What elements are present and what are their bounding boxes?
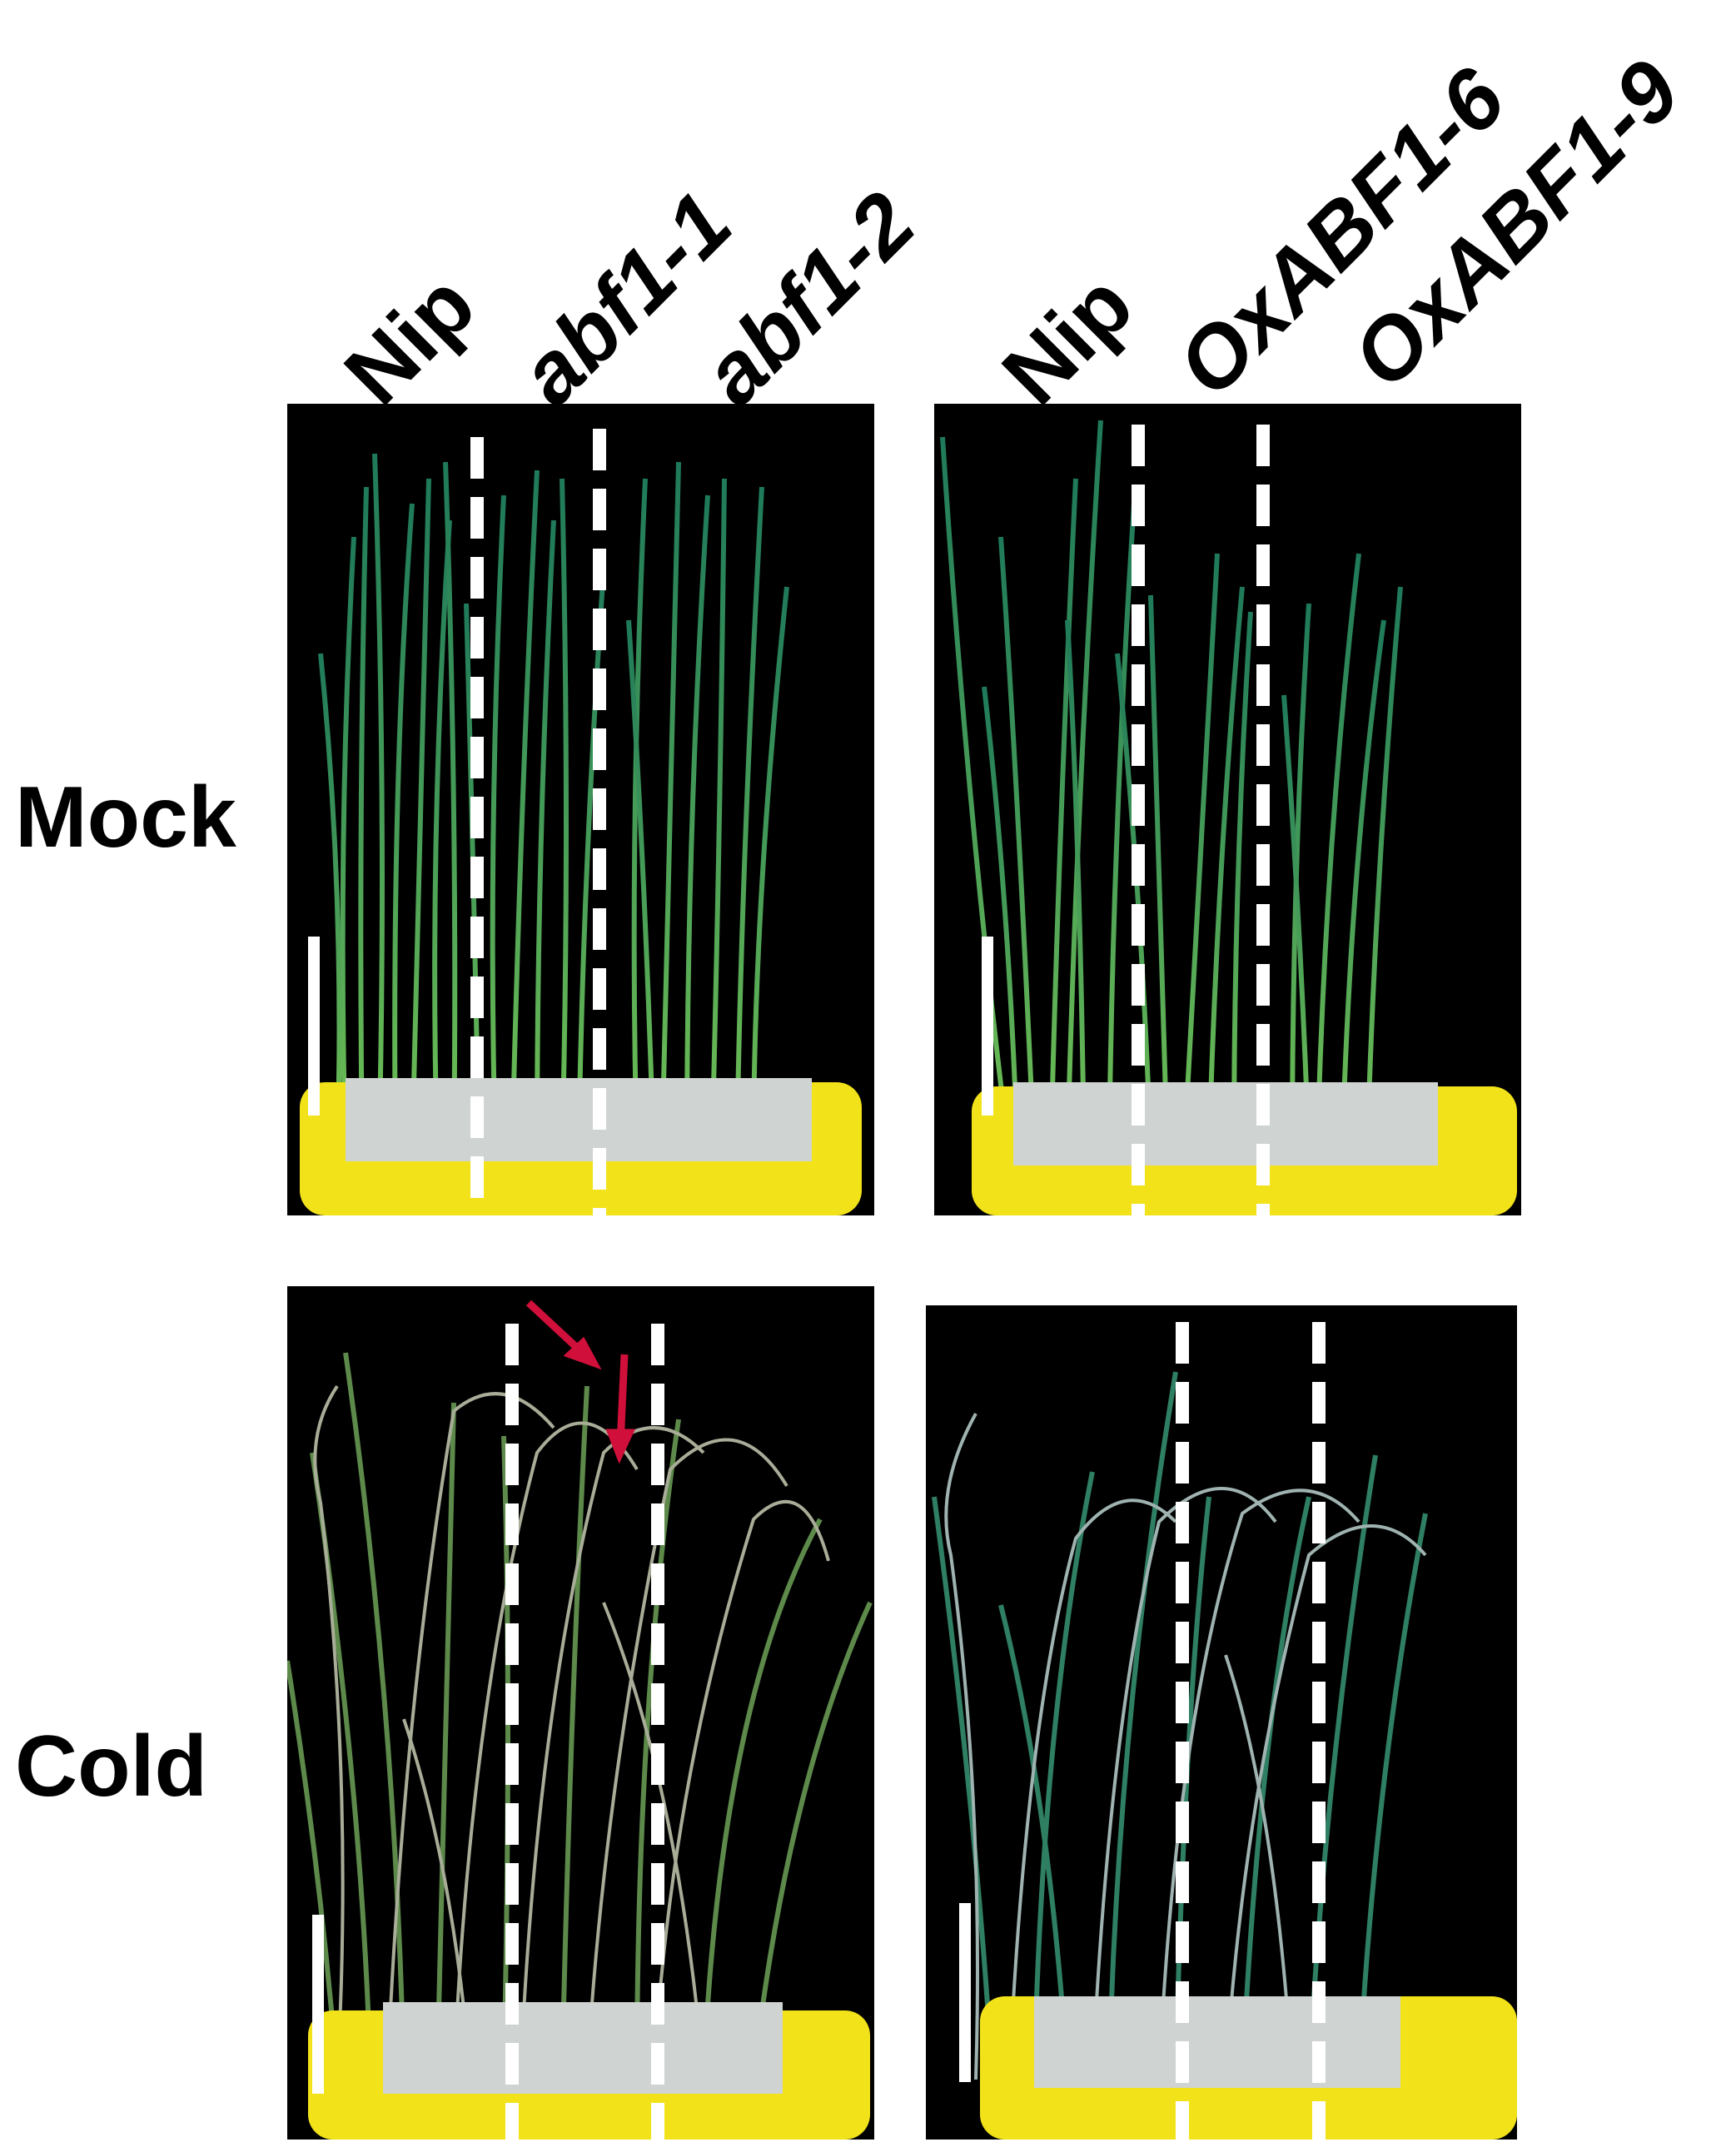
scale-bar [959, 1903, 971, 2082]
plate [346, 1078, 812, 1161]
column-label-nip-right: Nip [984, 256, 1152, 424]
photo-mock-mutants [287, 404, 874, 1215]
photo-cold-mutants [287, 1286, 874, 2140]
photo-mock-overexpression [934, 404, 1521, 1215]
plate [1013, 1082, 1438, 1165]
scale-bar [982, 937, 993, 1116]
plant-leaves [940, 420, 1403, 1154]
plate [1034, 1996, 1400, 2088]
column-label-nip-left: Nip [326, 256, 494, 424]
plant-leaves-wilted [313, 1384, 830, 2078]
scale-bar [312, 1915, 324, 2094]
row-label-cold: Cold [15, 1718, 208, 1815]
photo-cold-overexpression [926, 1305, 1517, 2140]
row-label-mock: Mock [15, 769, 236, 866]
column-label-abf1-1: abf1-1 [501, 174, 750, 424]
plant-leaves-green [287, 1352, 873, 2078]
scale-bar [308, 937, 320, 1116]
plate [383, 2002, 783, 2094]
plant-leaves-wilted [944, 1413, 1427, 2080]
arrow-markers [525, 1300, 636, 1464]
column-label-abf1-2: abf1-2 [684, 174, 933, 424]
plant-leaves [318, 453, 789, 1154]
